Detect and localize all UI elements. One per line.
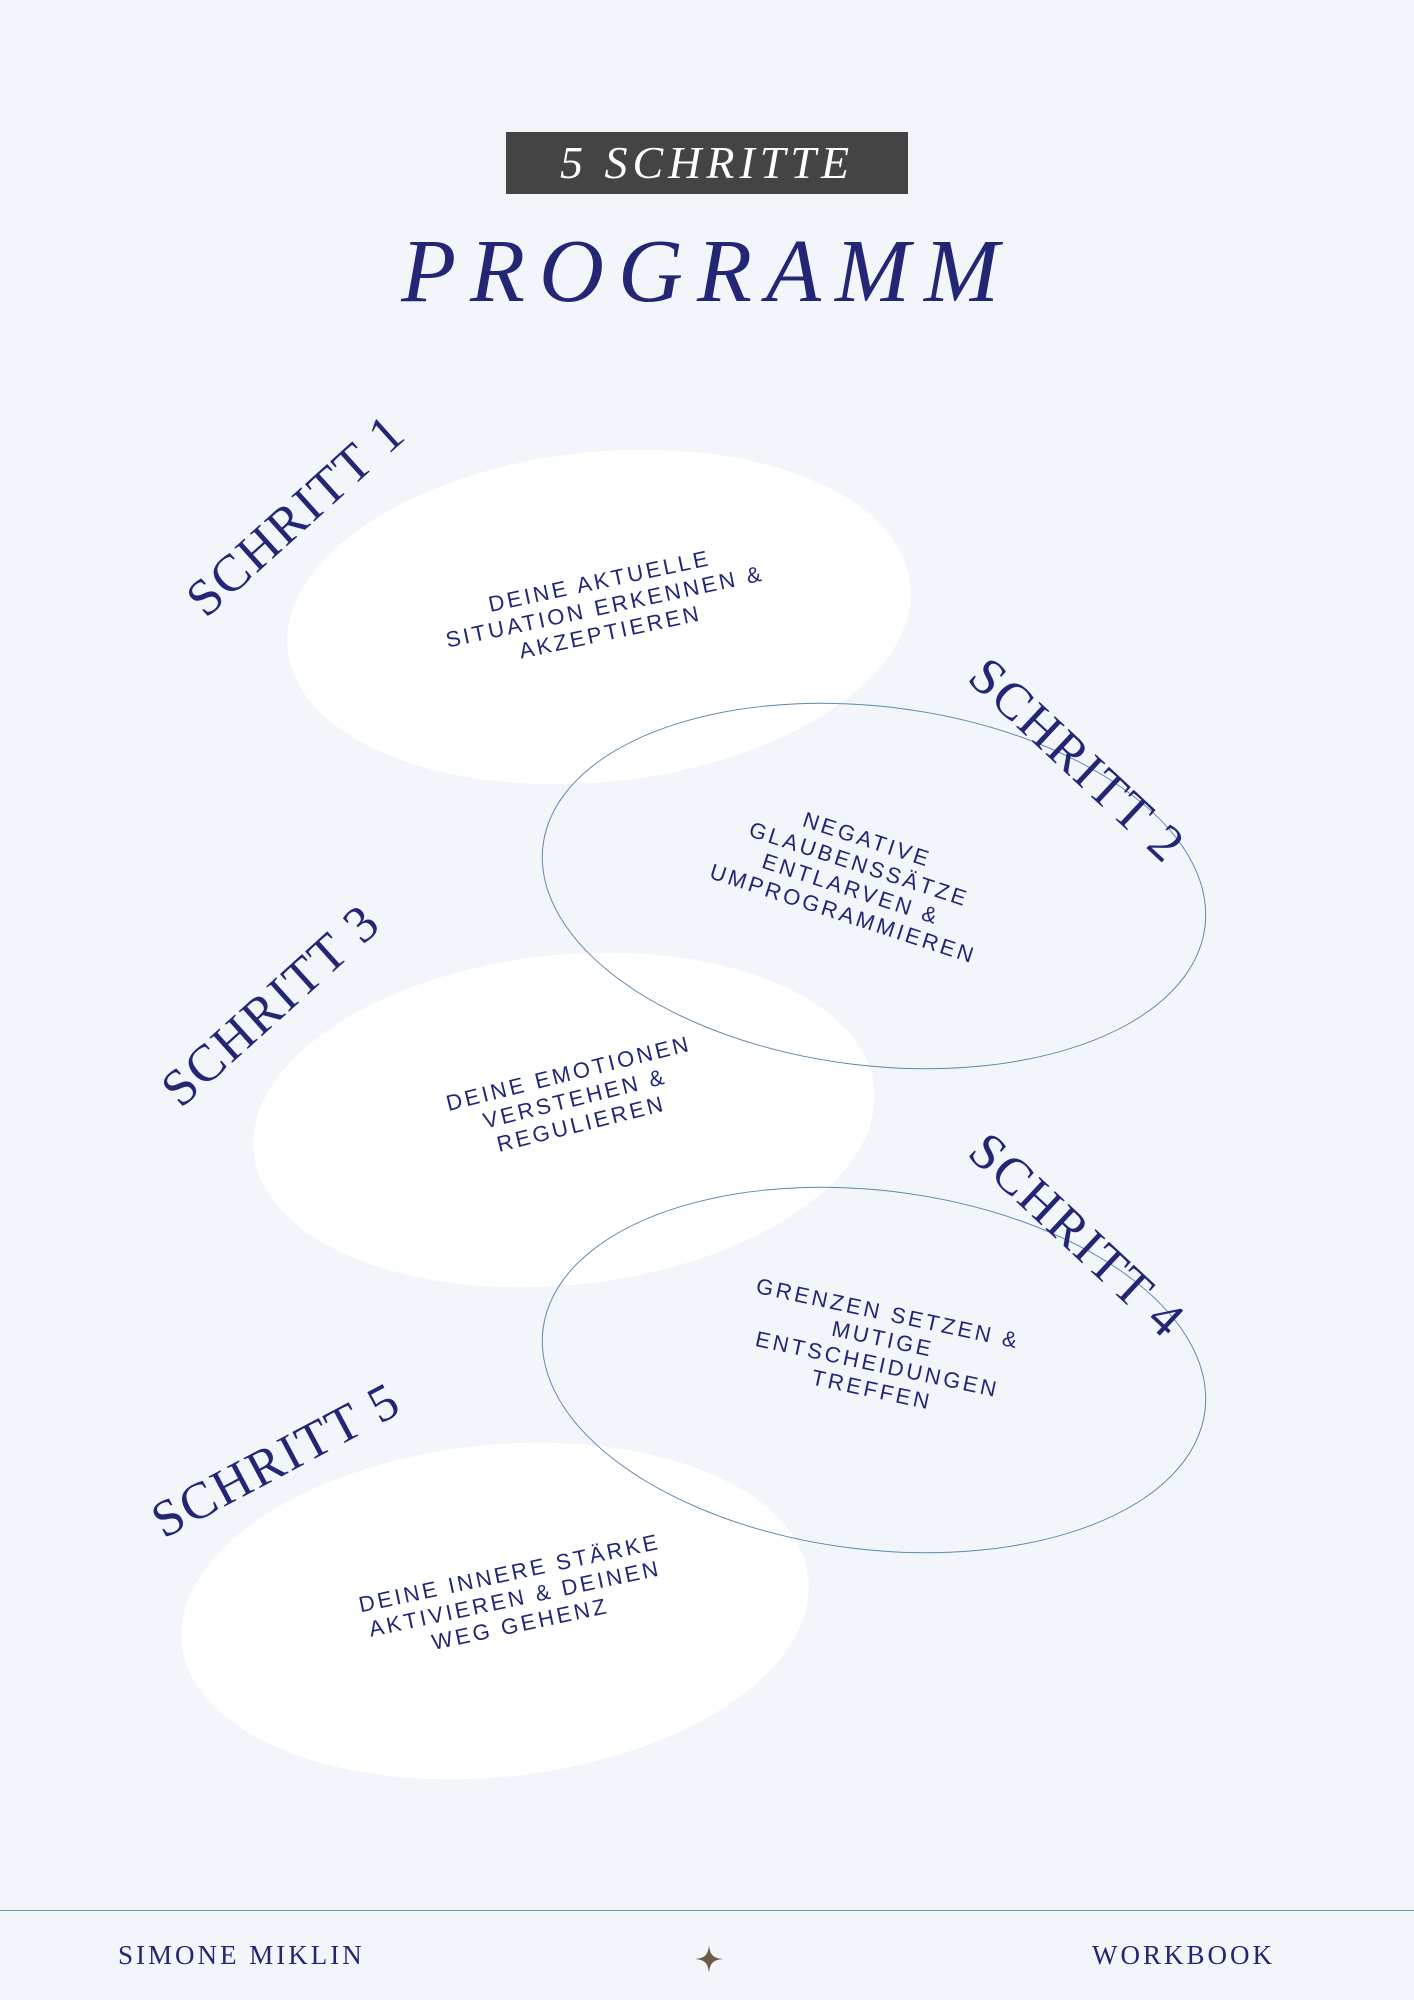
footer-workbook: WORKBOOK [1092,1940,1275,1970]
header-tag: 5 SCHRITTE [506,132,908,194]
page-title: PROGRAMM [401,222,1013,321]
four-point-star-icon [695,1945,723,1973]
footer-divider [0,1910,1414,1911]
footer-author: SIMONE MIKLIN [118,1940,365,1970]
